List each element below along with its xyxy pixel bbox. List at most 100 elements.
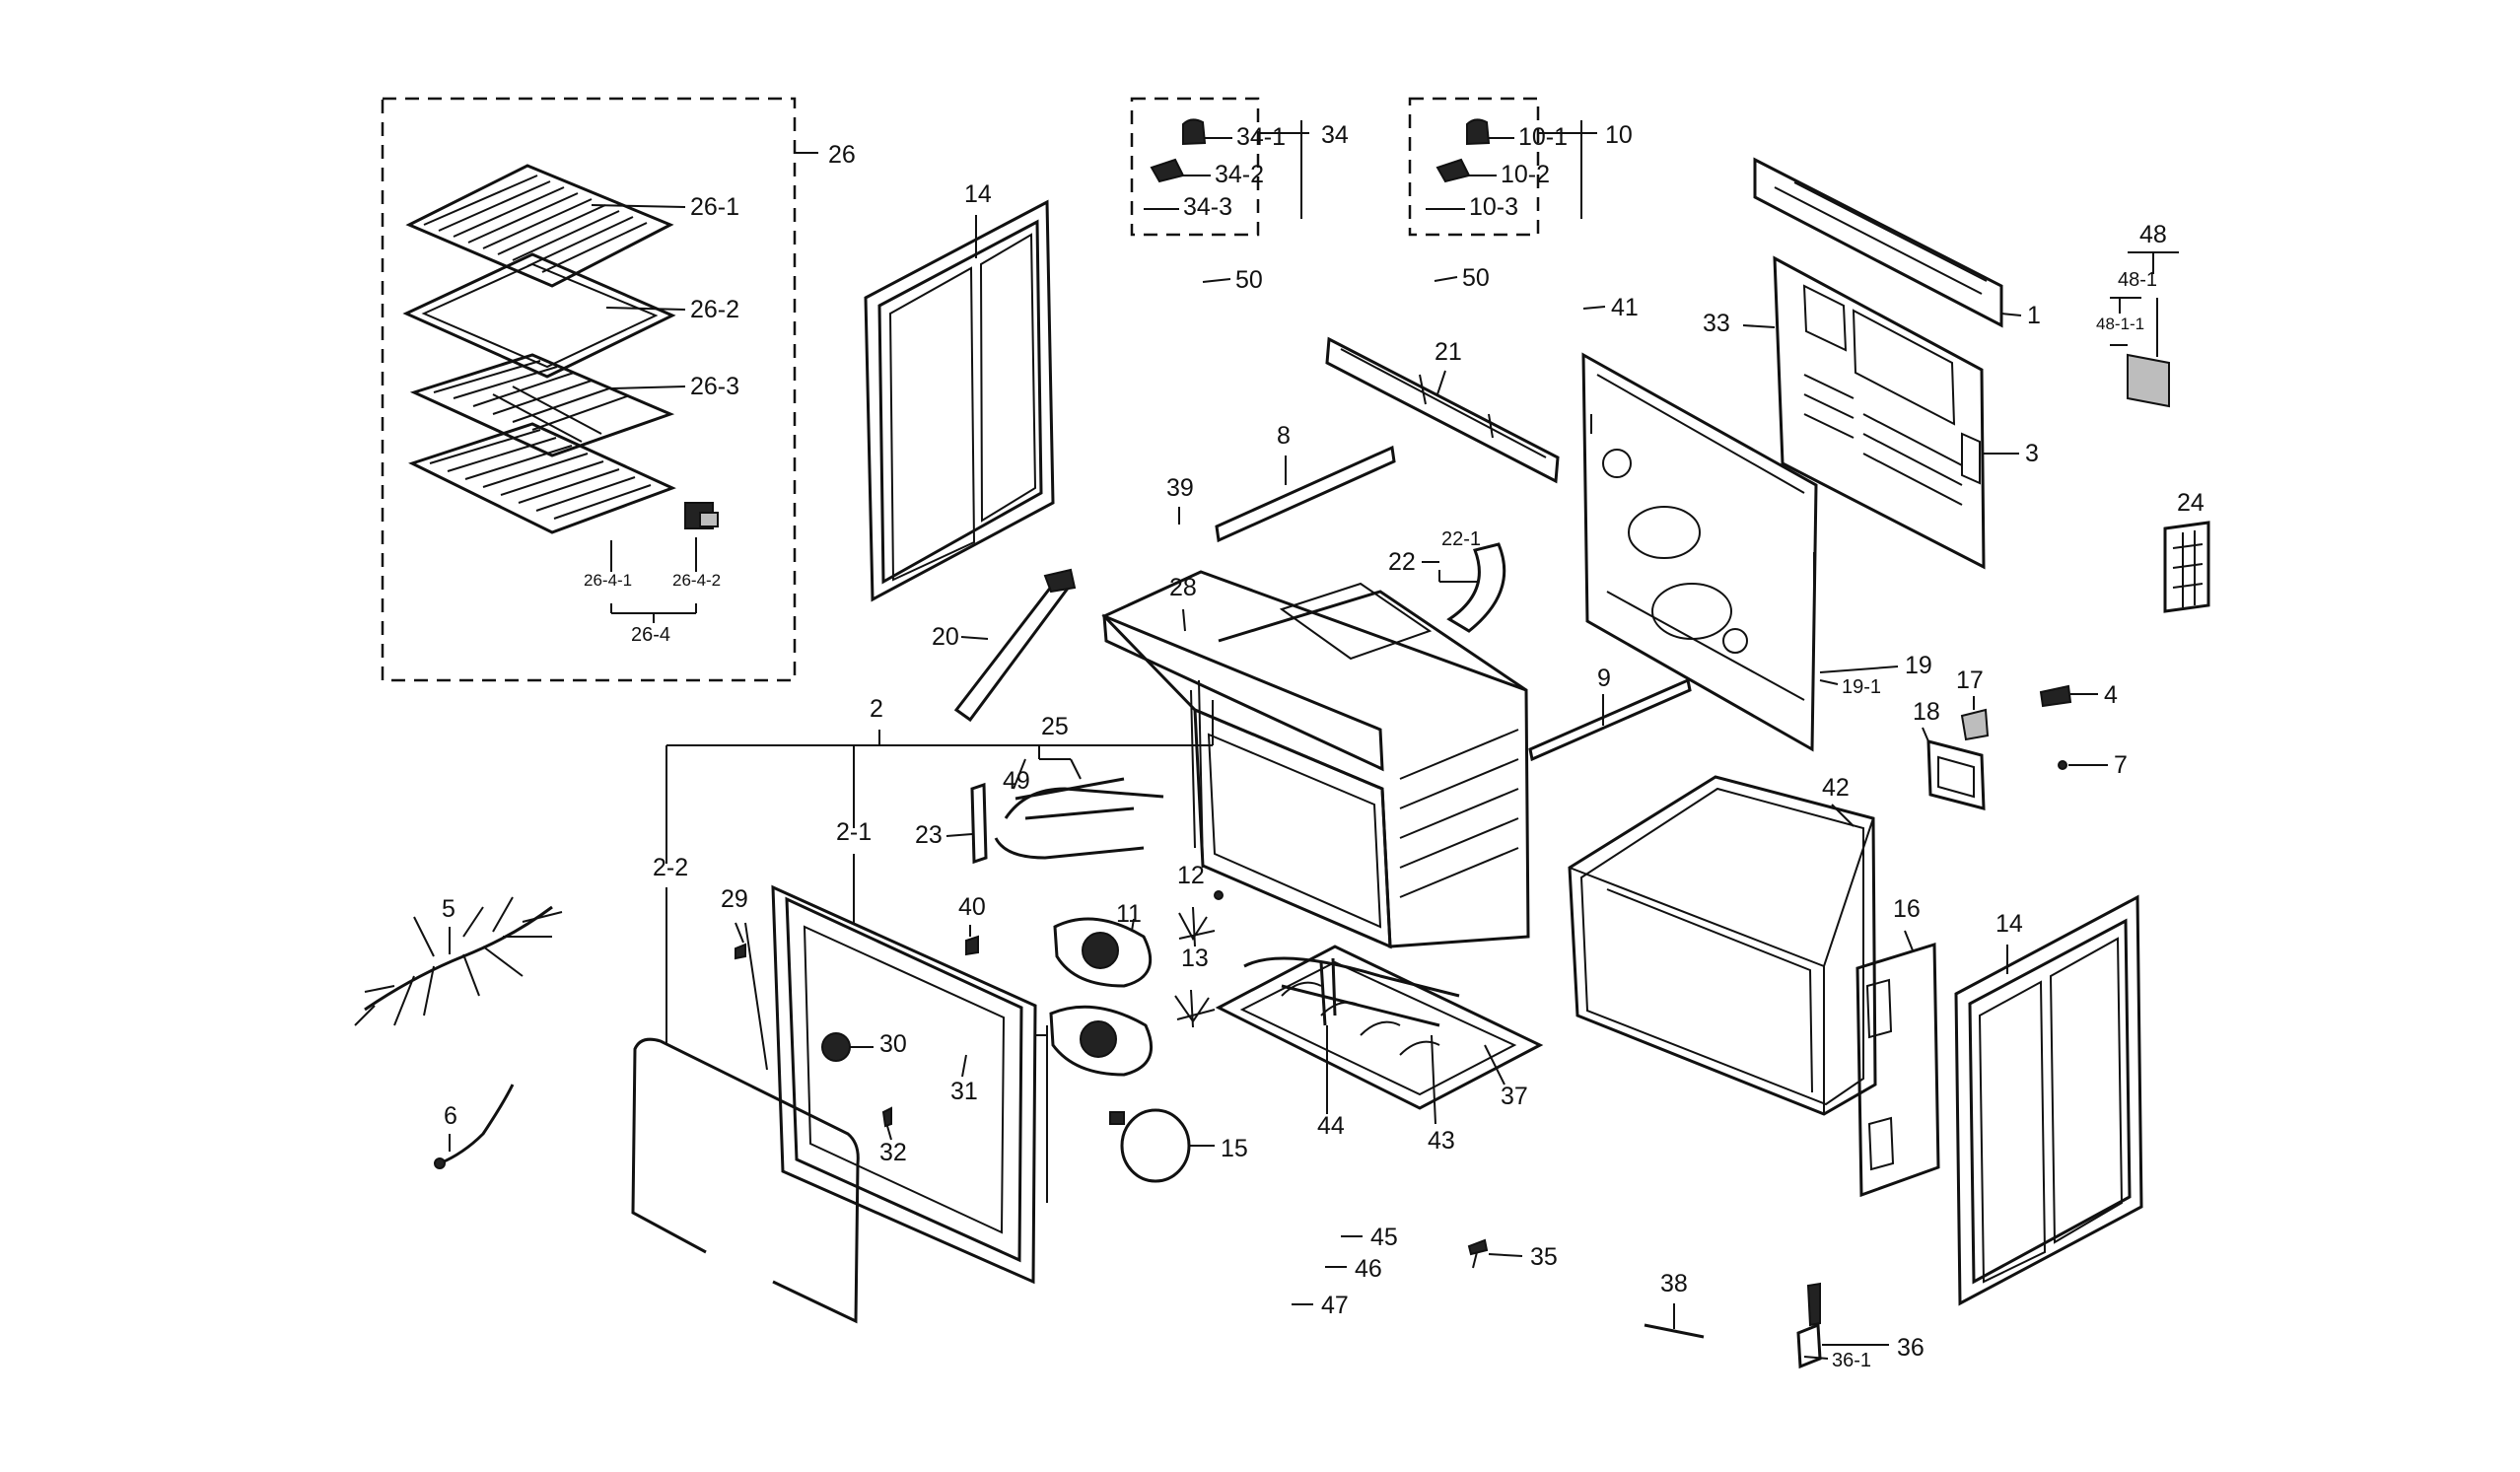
part-48-assembly: [2110, 251, 2179, 408]
part-label-p34: 34: [1321, 121, 1349, 149]
fan-blade-12: [1178, 890, 1224, 947]
part-label-p10: 10: [1605, 121, 1633, 149]
part-label-p14a: 14: [964, 180, 992, 208]
part-label-p3: 3: [2025, 440, 2039, 467]
door-leads: [665, 700, 1214, 1045]
bracket-20: [953, 568, 1077, 723]
convection-fan-cover-upper: [1053, 917, 1153, 988]
part-label-p50a: 50: [1235, 266, 1263, 294]
bake-element: [994, 745, 1164, 860]
part-label-p19-1: 19-1: [1842, 676, 1881, 698]
part-label-p1: 1: [2027, 302, 2041, 329]
oven-rack-middle: [409, 353, 686, 457]
part-label-p36-1: 36-1: [1832, 1350, 1871, 1371]
part-label-p48-1-1: 48-1-1: [2096, 315, 2144, 333]
part-label-p9: 9: [1597, 665, 1611, 692]
part-label-p2: 2: [870, 695, 883, 723]
door-part-31: [961, 1054, 967, 1078]
part-label-p49: 49: [1003, 767, 1030, 795]
screw-7: [2058, 760, 2108, 770]
part-label-p42: 42: [1822, 774, 1850, 802]
broil-element-tray: [1215, 945, 1544, 1125]
part-label-p6: 6: [444, 1102, 457, 1130]
screws-top: [1202, 276, 1606, 310]
oven-rack-top: [405, 164, 686, 288]
part-24-filter: [2163, 521, 2210, 613]
rod-9: [1528, 677, 1692, 762]
part-18-board: [1922, 727, 1986, 810]
gasket-ring-15: [1109, 1108, 1215, 1183]
part-35: [1467, 1238, 1523, 1269]
part-label-p44: 44: [1317, 1112, 1345, 1140]
part-label-p30: 30: [879, 1030, 907, 1058]
part-label-p19: 19: [1905, 652, 1932, 679]
part-label-p10-1: 10-1: [1518, 123, 1568, 151]
part-17: [1960, 696, 1990, 741]
convection-fan-cover-lower: [1049, 1005, 1154, 1077]
part-label-p35: 35: [1530, 1243, 1558, 1271]
part-label-p13: 13: [1181, 945, 1209, 972]
outer-shell-42: [1568, 775, 1877, 1116]
part-label-p40: 40: [958, 893, 986, 921]
part-label-p26-2: 26-2: [690, 296, 739, 323]
side-panel-left: [864, 199, 1055, 602]
part-label-p38: 38: [1660, 1270, 1688, 1297]
part-label-p23: 23: [915, 821, 943, 849]
part-label-p5: 5: [442, 895, 455, 923]
part-label-p22: 22: [1388, 548, 1416, 576]
side-panel-right: [1954, 894, 2143, 1306]
part-label-p43: 43: [1428, 1127, 1455, 1155]
oven-door: [771, 884, 1048, 1285]
part-label-p41: 41: [1611, 294, 1639, 321]
part-label-p26-3: 26-3: [690, 373, 739, 400]
rack-kit-group: [381, 97, 818, 682]
part-label-p22-1: 22-1: [1441, 528, 1481, 550]
door-gasket: [631, 1037, 860, 1324]
bar-8: [1215, 445, 1396, 543]
part-label-p20: 20: [932, 623, 959, 651]
top-bracket-21: [1325, 336, 1560, 484]
part-label-p18: 18: [1913, 698, 1940, 726]
door-part-29: [735, 922, 768, 1071]
rear-back-cover: [1742, 157, 2022, 570]
rack-kit-dashed-box: [381, 97, 797, 682]
part-label-p10-3: 10-3: [1469, 193, 1518, 221]
part-label-p25: 25: [1041, 713, 1069, 740]
part-label-p8: 8: [1277, 422, 1291, 450]
part-label-p26: 26: [828, 141, 856, 169]
part-label-p24: 24: [2177, 489, 2205, 517]
part-label-p12: 12: [1177, 862, 1205, 889]
part-label-p2-1: 2-1: [836, 818, 872, 846]
part-label-p31: 31: [950, 1078, 978, 1105]
side-panel-16: [1855, 930, 1940, 1198]
rack-glide-part: [684, 502, 719, 529]
part-label-p10-2: 10-2: [1501, 161, 1550, 188]
part-label-p33: 33: [1703, 310, 1730, 337]
part-38-rod: [1644, 1303, 1705, 1339]
door-part-32: [881, 1106, 892, 1141]
door-handle-knob: [821, 1032, 874, 1062]
part-label-p26-4-1: 26-4-1: [584, 571, 632, 590]
part-label-p46: 46: [1355, 1255, 1382, 1283]
part-label-p7: 7: [2114, 751, 2128, 779]
part-label-p29: 29: [721, 885, 748, 913]
part-label-p34-1: 34-1: [1236, 123, 1286, 151]
part-label-p48: 48: [2139, 221, 2167, 248]
oven-cavity: [1101, 570, 1530, 949]
power-cord: [434, 1084, 515, 1169]
part-label-p34-2: 34-2: [1215, 161, 1264, 188]
part-label-p26-4: 26-4: [631, 624, 670, 646]
thermostat-kit-group-10: [1408, 97, 1597, 237]
oven-rack-bottom: [408, 422, 676, 534]
part-label-p48-1: 48-1: [2118, 269, 2157, 291]
part-label-p36: 36: [1897, 1334, 1925, 1362]
part-label-p50b: 50: [1462, 264, 1490, 292]
part-label-p17: 17: [1956, 666, 1984, 694]
part-label-p15: 15: [1221, 1135, 1248, 1162]
part-label-p34-3: 34-3: [1183, 193, 1232, 221]
fan-blade-13: [1174, 989, 1216, 1028]
part-4: [2039, 684, 2098, 708]
part-label-p4: 4: [2104, 681, 2118, 709]
